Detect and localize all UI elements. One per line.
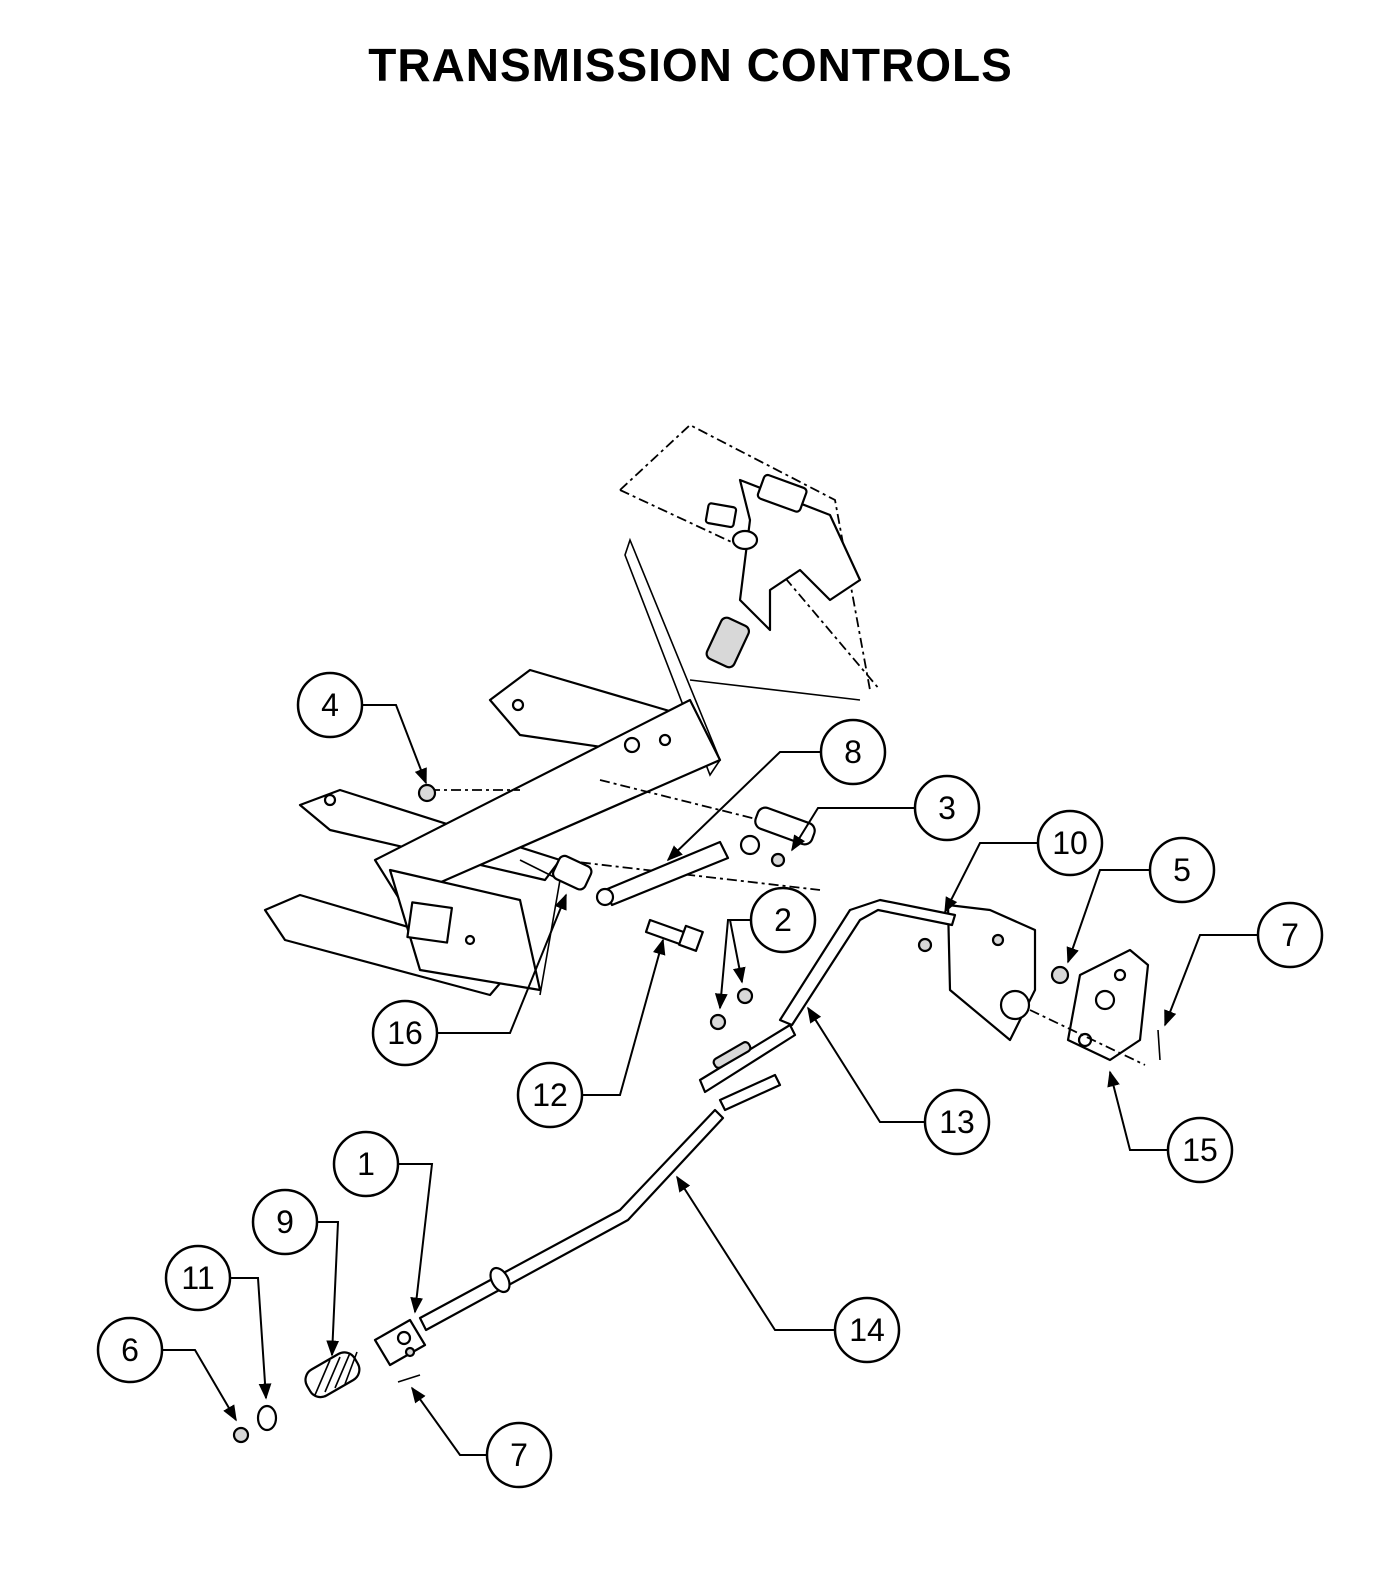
svg-text:2: 2 <box>774 902 792 938</box>
svg-text:5: 5 <box>1173 852 1191 888</box>
callout-1: 1 <box>332 1130 400 1198</box>
svg-text:7: 7 <box>510 1437 528 1473</box>
svg-text:13: 13 <box>939 1104 975 1140</box>
callout-4: 4 <box>296 671 364 739</box>
callout-11: 11 <box>164 1244 232 1312</box>
linkage-parts <box>232 783 1161 1444</box>
svg-text:11: 11 <box>181 1260 214 1296</box>
svg-text:14: 14 <box>849 1312 885 1348</box>
spring <box>304 1351 361 1399</box>
callout-7-right: 7 <box>1256 901 1324 969</box>
svg-text:10: 10 <box>1052 825 1088 861</box>
page-title: TRANSMISSION CONTROLS <box>368 39 1013 91</box>
callout-15: 15 <box>1166 1116 1234 1184</box>
callout-3: 3 <box>913 774 981 842</box>
callout-14: 14 <box>833 1296 901 1364</box>
svg-text:15: 15 <box>1182 1132 1218 1168</box>
callout-9: 9 <box>251 1188 319 1256</box>
svg-text:8: 8 <box>844 734 862 770</box>
frame-assembly <box>263 423 881 997</box>
svg-text:9: 9 <box>276 1204 294 1240</box>
svg-text:1: 1 <box>357 1146 375 1182</box>
svg-text:7: 7 <box>1281 917 1299 953</box>
svg-text:12: 12 <box>532 1077 568 1113</box>
svg-text:4: 4 <box>321 687 339 723</box>
callout-16: 16 <box>371 999 439 1067</box>
callout-8: 8 <box>819 718 887 786</box>
svg-text:16: 16 <box>387 1015 423 1051</box>
callout-7-bottom: 7 <box>485 1421 553 1489</box>
callout-5: 5 <box>1148 836 1216 904</box>
callout-13: 13 <box>923 1088 991 1156</box>
svg-text:6: 6 <box>121 1332 139 1368</box>
leader-lines <box>162 704 1258 1456</box>
callout-12: 12 <box>516 1061 584 1129</box>
callout-2: 2 <box>749 886 817 954</box>
svg-text:3: 3 <box>938 790 956 826</box>
callout-6: 6 <box>96 1316 164 1384</box>
callout-10: 10 <box>1036 809 1104 877</box>
